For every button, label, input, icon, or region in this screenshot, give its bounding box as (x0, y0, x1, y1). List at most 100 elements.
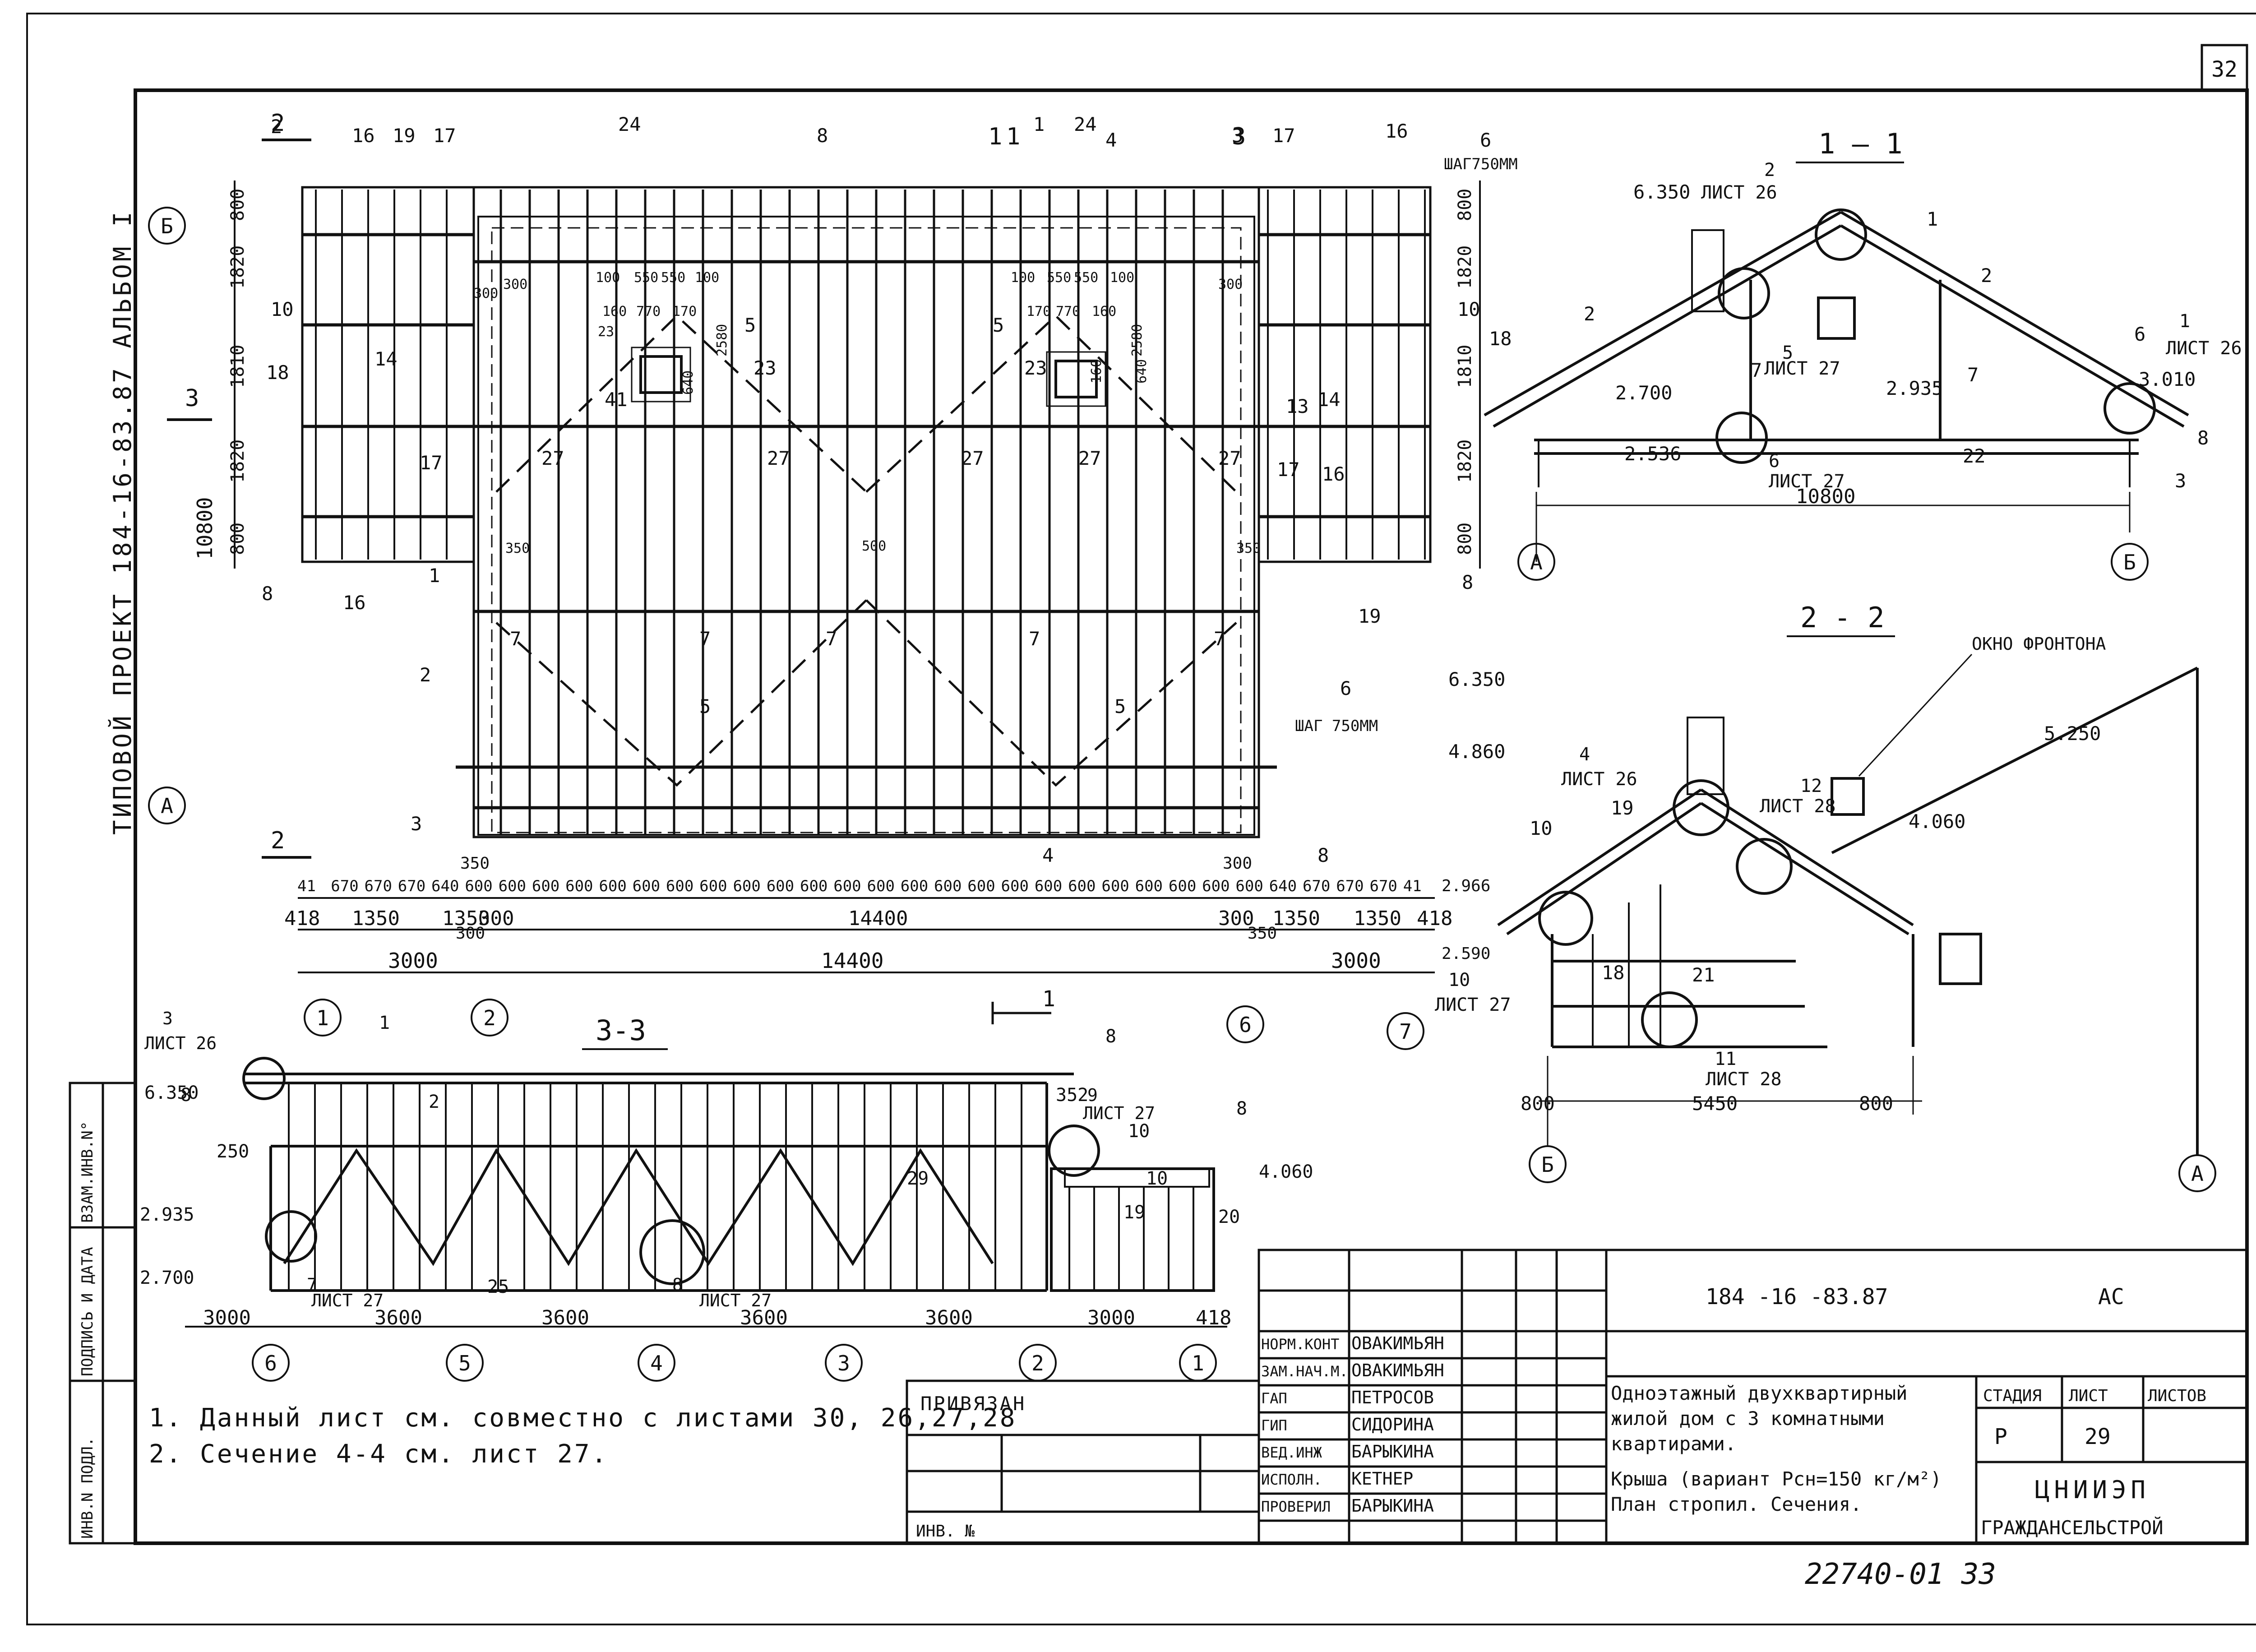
inner-dim: 770 (636, 304, 661, 319)
inner-dim: 550 (1074, 270, 1098, 286)
inner-dim: 100 (1011, 270, 1035, 286)
bottom-dim-1: 670 (1369, 877, 1397, 895)
plan-callout: 19 (393, 125, 416, 147)
section-1-1-axis-a: А (1530, 550, 1543, 574)
bottom-dim-1: 600 (532, 877, 559, 895)
plan-callout: 16 (1322, 463, 1345, 485)
bottom-dim-1: 670 (331, 877, 358, 895)
tb-name: СИДОРИНА (1351, 1415, 1434, 1435)
s33-level: 2.935 (140, 1204, 194, 1225)
bottom-dim-1: 600 (1202, 877, 1230, 895)
step-label-bottom: ШАГ 750ММ (1295, 717, 1378, 735)
plan-callout: 27 (541, 447, 564, 469)
s33-axis: 2 (1031, 1351, 1044, 1375)
bottom-dim-1: 600 (833, 877, 861, 895)
plan-callout: 6 (1340, 677, 1351, 699)
bottom-dim-1: 640 (431, 877, 459, 895)
s33-axis-circle (1179, 1344, 1217, 1382)
plan-diagonals (495, 314, 1237, 787)
edge-mark: 300 (456, 924, 485, 943)
s22-callout: 19 (1611, 797, 1634, 819)
plan-callout: 17 (433, 125, 456, 147)
s33-callout: 352 (1056, 1085, 1088, 1106)
tb-org-1: ЦНИИЭП (2035, 1476, 2150, 1504)
s11-level: 6.350 (1633, 181, 1690, 203)
s33-axis-circle (825, 1344, 863, 1382)
inner-dim: 170 (672, 304, 697, 319)
right-dim: 1820 (1455, 245, 1475, 289)
s22-ref: ЛИСТ 28 (1760, 796, 1836, 817)
bottom-dim-1: 600 (465, 877, 492, 895)
tb-name: БАРЫКИНА (1351, 1496, 1434, 1516)
bottom-dim-1: 600 (565, 877, 593, 895)
plan-callout: 5 (993, 314, 1004, 336)
section-mark: 3 (1232, 123, 1246, 150)
s33-axis: 4 (650, 1351, 663, 1375)
bottom-dim-3: 3000 (388, 949, 438, 973)
tb-name: ОВАКИМЬЯН (1351, 1333, 1444, 1353)
tb-role: ИСПОЛН. (1261, 1471, 1322, 1488)
footer-code: 22740-01 33 (1805, 1558, 1996, 1591)
plan-callout: 7 (699, 628, 711, 650)
section-2-2-axis-a: А (2191, 1161, 2204, 1186)
section-2-2-title: 2 - 2 (1800, 601, 1885, 634)
s11-callout: 6 (2134, 323, 2145, 345)
plan-callout: 8 (1462, 571, 1473, 593)
left-dim: 800 (227, 523, 248, 555)
plan-callout: 27 (1078, 447, 1101, 469)
step-label-top: ШАГ750ММ (1444, 155, 1518, 173)
s33-dim: 3600 (925, 1306, 973, 1329)
tb-role: ВЕД.ИНЖ (1261, 1444, 1322, 1461)
tb-role: ГИП (1261, 1417, 1287, 1434)
section-2-2-axis-b: Б (1541, 1152, 1554, 1177)
s22-ref: 11 (1715, 1049, 1736, 1069)
left-dim: 800 (227, 189, 248, 221)
inner-dim: 350 (505, 541, 530, 556)
bottom-dim-2: 14400 (848, 907, 908, 930)
plan-callout: 7 (826, 628, 837, 650)
plan-callout: 7 (1214, 628, 1225, 650)
bottom-dim-1: 600 (800, 877, 828, 895)
bottom-dim-2: 418 (1417, 907, 1452, 930)
s11-callout: 2 (1981, 264, 1992, 287)
bottom-dim-1: 600 (1101, 877, 1129, 895)
edge-mark: 350 (1248, 924, 1277, 943)
bottom-dim-1: 600 (499, 877, 526, 895)
plan-callout: 13 (1286, 395, 1309, 417)
s11-ref: ЛИСТ 26 (1701, 182, 1777, 203)
s33-dim: 3000 (203, 1306, 251, 1329)
s33-callout: 20 (1218, 1207, 1240, 1227)
bottom-dim-2: 300 (478, 907, 514, 930)
plan-callout: 3 (411, 813, 422, 835)
bottom-dim-1: 670 (1336, 877, 1364, 895)
section-1-1-axis-b: Б (2123, 550, 2136, 574)
plan-callout: 16 (343, 592, 366, 614)
s33-callout: 29 (907, 1168, 929, 1189)
tb-sheet-title: Крыша (вариант Pсн=150 кг/м²) План строп… (1611, 1468, 1942, 1515)
s22-level: 6.350 (1448, 668, 1505, 690)
plan-beams (302, 233, 1430, 810)
plan-callout: 8 (817, 125, 828, 147)
s22-level: 5.250 (2044, 722, 2101, 745)
bottom-dim-1: 600 (633, 877, 660, 895)
s22-ref: 10 (1448, 970, 1470, 990)
edge-mark: 2.966 (1442, 877, 1490, 895)
tb-sheets-label: ЛИСТОВ (2148, 1387, 2206, 1405)
right-dim: 800 (1455, 523, 1475, 555)
plan-callout: 14 (374, 348, 398, 370)
s33-dim: 3000 (1087, 1306, 1135, 1329)
bottom-dim-1: 600 (733, 877, 760, 895)
s33-ref: ЛИСТ 26 (144, 1033, 217, 1053)
edge-mark: 300 (1223, 854, 1252, 873)
section-mark: 2 (271, 110, 285, 137)
s33-axis-circle (252, 1344, 290, 1382)
s33-callout: 10 (1128, 1121, 1150, 1142)
inner-dim: 350 (1236, 541, 1261, 556)
plan-rafters (315, 190, 1426, 835)
